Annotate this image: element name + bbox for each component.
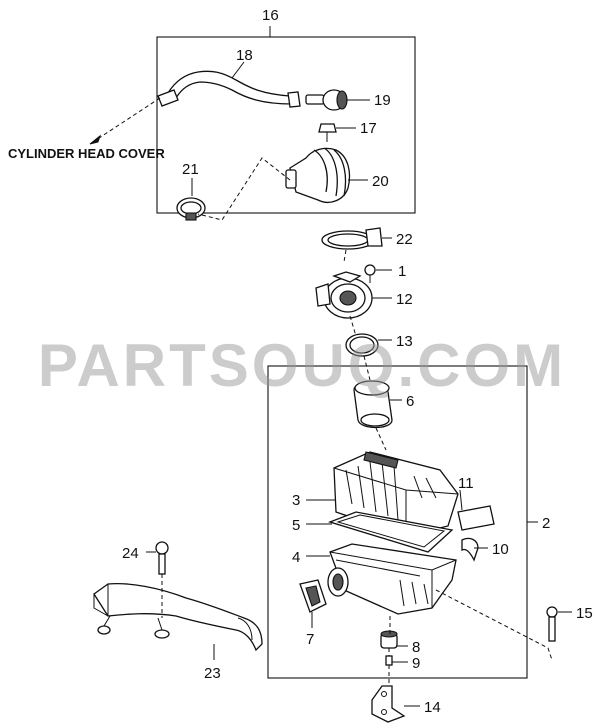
callout-5: 5 (292, 517, 300, 534)
callout-14: 14 (424, 699, 441, 716)
part-18-breather-hose (157, 70, 301, 108)
callout-20: 20 (372, 173, 389, 190)
callout-13: 13 (396, 333, 413, 350)
part-7-duct-seal (299, 579, 327, 613)
part-24-bolt (155, 541, 169, 575)
callout-18: 18 (236, 47, 253, 64)
callout-1: 1 (398, 263, 406, 280)
callout-16: 16 (262, 7, 279, 24)
part-14-bracket (371, 685, 406, 723)
callout-3: 3 (292, 492, 300, 509)
part-10-clip (461, 537, 479, 562)
part-20-air-duct (285, 147, 351, 203)
part-12-air-flow-sensor (315, 271, 373, 319)
arrow-head-icon (89, 134, 102, 145)
part-21-hose-clamp (176, 197, 206, 221)
callout-24: 24 (122, 545, 139, 562)
group-16-frame (156, 36, 416, 214)
callout-6: 6 (406, 393, 414, 410)
part-17-clip (318, 123, 337, 142)
dashed-connections (95, 97, 553, 686)
callout-21: 21 (182, 161, 199, 178)
callout-11: 11 (458, 475, 474, 492)
part-19-pcv-valve (305, 89, 348, 111)
part-15-bolt (546, 606, 558, 642)
part-22-band-clamp (321, 227, 383, 250)
leader-lines (146, 26, 572, 707)
callout-19: 19 (374, 92, 391, 109)
part-9-collar (385, 655, 393, 666)
callout-17: 17 (360, 120, 377, 137)
cylinder-head-cover-caption: CYLINDER HEAD COVER (8, 146, 165, 161)
callout-4: 4 (292, 549, 300, 566)
callout-10: 10 (492, 541, 509, 558)
callout-9: 9 (412, 655, 420, 672)
part-13-gasket-ring (345, 333, 379, 357)
callout-8: 8 (412, 639, 420, 656)
callout-7: 7 (306, 631, 314, 648)
watermark-text: PARTSOUQ.COM (38, 332, 566, 399)
callout-2: 2 (542, 515, 550, 532)
part-6-rubber-duct (353, 380, 393, 429)
part-23-intake-hose (93, 582, 263, 652)
callout-15: 15 (576, 605, 593, 622)
callout-22: 22 (396, 231, 413, 248)
callout-12: 12 (396, 291, 413, 308)
part-5-filter-element (328, 511, 454, 553)
callout-23: 23 (204, 665, 221, 682)
part-11-label (457, 505, 495, 531)
part-4-air-cleaner-body (327, 543, 457, 615)
part-8-grommet (380, 630, 398, 649)
part-1-screw (364, 264, 376, 283)
